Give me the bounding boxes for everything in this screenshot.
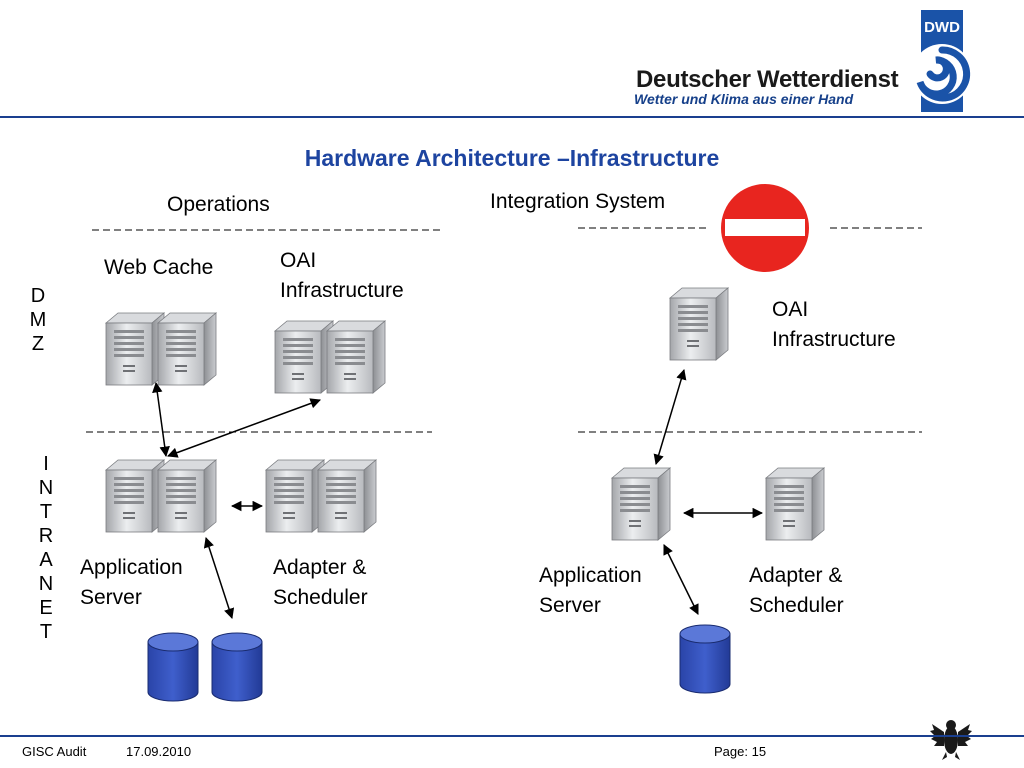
arrow-app-oai: [167, 398, 321, 458]
web-cache-server-1: [105, 312, 165, 386]
oai-label-line1: OAI: [280, 249, 317, 272]
dmz-letter: Z: [31, 333, 45, 355]
int-adapter-label: Adapter & Scheduler: [749, 561, 844, 621]
int-app-server-label: Application Server: [539, 561, 642, 621]
web-cache-label: Web Cache: [104, 256, 214, 279]
intranet-letter: A: [39, 549, 53, 571]
arrow-int-oai-app: [653, 368, 687, 466]
intranet-letter: R: [38, 525, 54, 547]
footer-page: Page: 15: [714, 744, 767, 759]
app-server-label-line1: Application: [80, 556, 183, 579]
intranet-label: I N T R A N E T: [26, 452, 66, 644]
app-server-label: Application Server: [80, 553, 183, 613]
oai-label-line2: Infrastructure: [280, 279, 404, 302]
intranet-letter: N: [38, 573, 54, 595]
adapter-label-line2: Scheduler: [273, 586, 368, 609]
arrow-app-db: [203, 537, 235, 619]
app-server-label-line2: Server: [80, 586, 142, 609]
intranet-letter: T: [39, 621, 53, 643]
brand-name: Deutscher Wetterdienst: [636, 66, 899, 93]
intranet-letter: E: [39, 597, 53, 619]
app-server-1: [105, 459, 165, 533]
intranet-letter: I: [43, 453, 49, 475]
int-database: [679, 624, 731, 694]
dmz-letter: D: [30, 285, 46, 307]
int-app-server: [611, 467, 671, 541]
adapter-server-2: [317, 459, 377, 533]
database-2: [211, 632, 263, 702]
web-cache-server-2: [157, 312, 217, 386]
int-oai-label: OAI Infrastructure: [772, 295, 896, 355]
adapter-label-line1: Adapter &: [273, 556, 367, 579]
int-oai-label-line2: Infrastructure: [772, 328, 896, 351]
int-oai-server: [669, 287, 729, 361]
brand-tagline: Wetter und Klima aus einer Hand: [634, 91, 854, 107]
oai-server-2: [326, 320, 386, 394]
header-rule: [0, 116, 1024, 118]
operations-heading: Operations: [167, 193, 270, 216]
oai-server-1: [274, 320, 334, 394]
dwd-logo: DWD: [912, 10, 972, 112]
footer-date: 17.09.2010: [126, 744, 192, 759]
database-1: [147, 632, 199, 702]
adapter-label: Adapter & Scheduler: [273, 553, 368, 613]
int-app-label-line1: Application: [539, 564, 642, 587]
int-adapter-label-line2: Scheduler: [749, 594, 844, 617]
int-oai-label-line1: OAI: [772, 298, 809, 321]
dmz-letter: M: [29, 309, 47, 331]
int-adapter-server: [765, 467, 825, 541]
int-app-label-line2: Server: [539, 594, 601, 617]
adapter-server-1: [265, 459, 325, 533]
dwd-logo-text: DWD: [924, 19, 960, 36]
intranet-letter: T: [39, 501, 53, 523]
federal-eagle-icon: [930, 720, 972, 760]
arrow-webcache-app: [152, 381, 170, 458]
integration-heading: Integration System: [490, 190, 666, 213]
footer-rule: [0, 735, 1024, 737]
int-adapter-label-line1: Adapter &: [749, 564, 843, 587]
footer-left: GISC Audit: [22, 744, 87, 759]
no-entry-icon: [721, 184, 809, 272]
arrow-int-app-db: [663, 544, 699, 615]
intranet-letter: N: [38, 477, 54, 499]
zone-separators: [86, 227, 922, 433]
oai-label: OAI Infrastructure: [280, 246, 404, 306]
dmz-label: D M Z: [18, 284, 58, 356]
page-title: Hardware Architecture –Infrastructure: [304, 145, 720, 171]
app-server-2: [157, 459, 217, 533]
